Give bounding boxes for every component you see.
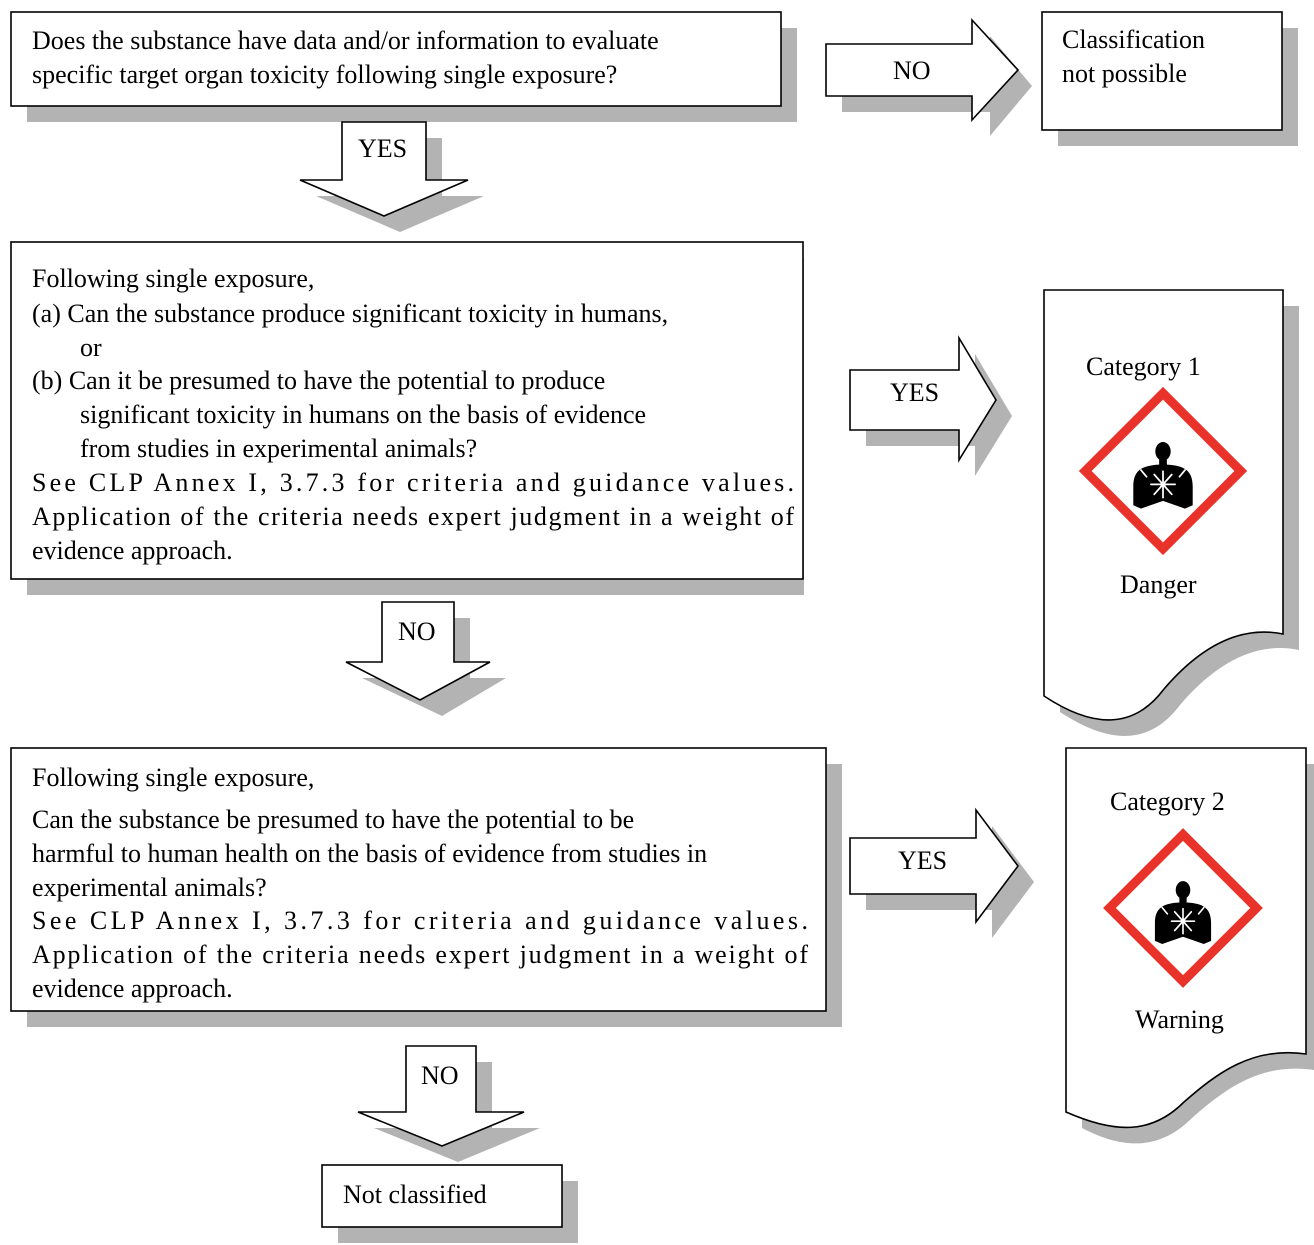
question-box-data-available: Does the substance have data and/or info… xyxy=(10,11,797,122)
question-box-line: Following single exposure, xyxy=(32,763,314,792)
arrow-yes-to-category-2: YES xyxy=(849,807,1034,938)
question-box-line: harmful to human health on the basis of … xyxy=(32,839,707,868)
arrow-no-to-not-classified: NO xyxy=(357,1045,540,1162)
question-box-line: See CLP Annex I, 3.7.3 for criteria and … xyxy=(32,906,808,935)
arrow-label-no: NO xyxy=(421,1061,459,1090)
signal-word: Danger xyxy=(1120,570,1197,599)
category-title: Category 2 xyxy=(1110,787,1225,816)
question-box-line: Does the substance have data and/or info… xyxy=(32,26,659,55)
question-box-line: Can the substance be presumed to have th… xyxy=(32,805,634,834)
outcome-line: Classification xyxy=(1062,25,1205,54)
arrow-label-yes: YES xyxy=(898,846,947,875)
arrow-label-no: NO xyxy=(398,617,436,646)
outcome-box-not-classified: Not classified xyxy=(321,1164,578,1243)
outcome-line: Not classified xyxy=(343,1180,487,1209)
question-box-line: Following single exposure, xyxy=(32,264,314,293)
arrow-no-to-classification-not-possible: NO xyxy=(825,17,1032,136)
arrow-no-to-question-three: NO xyxy=(345,601,506,716)
question-box-category-1: Following single exposure, (a) Can the s… xyxy=(10,241,804,595)
health-hazard-icon xyxy=(1078,386,1248,556)
arrow-label-yes: YES xyxy=(890,378,939,407)
arrow-label-yes: YES xyxy=(358,134,407,163)
arrow-yes-to-category-1: YES xyxy=(849,335,1012,476)
question-box-line: (a) Can the substance produce significan… xyxy=(32,299,668,328)
signal-word: Warning xyxy=(1135,1005,1224,1034)
category-2-card: Category 2 Warning xyxy=(1065,747,1314,1144)
question-box-line: evidence approach. xyxy=(32,536,233,565)
category-1-card: Category 1 Danger xyxy=(1043,289,1299,736)
arrow-label-no: NO xyxy=(893,56,931,85)
health-hazard-icon xyxy=(1103,828,1263,988)
question-box-line: significant toxicity in humans on the ba… xyxy=(80,400,646,429)
question-box-line: Application of the criteria needs expert… xyxy=(32,940,808,969)
question-box-line: specific target organ toxicity following… xyxy=(32,60,617,89)
question-box-line: or xyxy=(80,333,102,362)
category-title: Category 1 xyxy=(1086,352,1201,381)
question-box-line: experimental animals? xyxy=(32,873,267,902)
question-box-line: Application of the criteria needs expert… xyxy=(32,502,794,531)
question-box-line: (b) Can it be presumed to have the poten… xyxy=(32,366,605,395)
question-box-line: evidence approach. xyxy=(32,974,233,1003)
outcome-box-classification-not-possible: Classification not possible xyxy=(1041,11,1298,146)
arrow-yes-to-question-two: YES xyxy=(299,121,484,232)
question-box-line: from studies in experimental animals? xyxy=(80,434,477,463)
question-box-line: See CLP Annex I, 3.7.3 for criteria and … xyxy=(32,468,794,497)
outcome-line: not possible xyxy=(1062,59,1187,88)
question-box-category-2: Following single exposure, Can the subst… xyxy=(10,747,842,1027)
